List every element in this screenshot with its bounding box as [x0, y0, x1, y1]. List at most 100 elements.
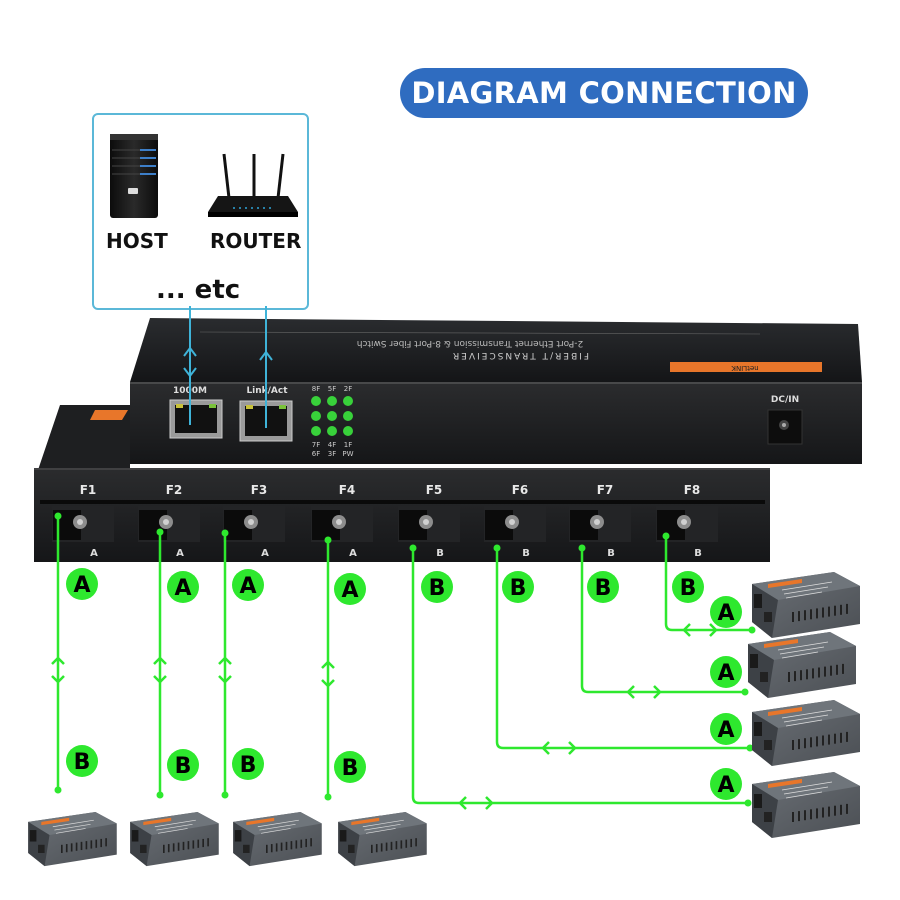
end-devices-box: HOST ROUTER ... etc: [92, 113, 309, 310]
media-converter: [28, 812, 117, 867]
link-endpoint: [746, 744, 754, 752]
end-badge-b: B: [167, 749, 199, 781]
led-label: 6F: [312, 450, 320, 458]
badge-circle: [710, 713, 742, 745]
fiber-port-type: B: [436, 548, 444, 559]
fiber-link-f2: [153, 528, 167, 799]
badge-circle: [232, 748, 264, 780]
fiber-port[interactable]: [754, 594, 762, 608]
fiber-port[interactable]: [29, 830, 37, 842]
media-converter: [752, 700, 860, 766]
fiber-connections: [51, 512, 756, 810]
converter-brand-strip: [41, 817, 70, 826]
badge-letter: A: [239, 574, 256, 599]
link-endpoint: [156, 791, 164, 799]
badge-letter: B: [510, 576, 527, 601]
fiber-port-f6[interactable]: [484, 506, 546, 542]
led-label: 3F: [328, 450, 336, 458]
converter-brand-strip: [768, 579, 802, 588]
dc-power-jack[interactable]: [767, 409, 803, 445]
fiber-link-f8: [662, 532, 756, 637]
rj45-port[interactable]: [348, 844, 355, 853]
fiber-port[interactable]: [754, 722, 762, 736]
end-badge-a: A: [710, 768, 742, 800]
fiber-port-f7[interactable]: [569, 506, 631, 542]
fiber-port-label: F7: [597, 483, 614, 497]
switch-top-label-1: 2-Port Ethernet Transmission & 8-Port Fi…: [357, 338, 583, 348]
converter-brand-strip: [764, 639, 798, 648]
led-label: 8F: [312, 385, 320, 393]
end-badge-b: B: [672, 571, 704, 603]
fiber-port-f2[interactable]: [138, 506, 200, 542]
status-led: [343, 411, 353, 421]
fiber-port[interactable]: [339, 830, 347, 842]
fiber-port-label: F4: [339, 483, 356, 497]
etc-label: ... etc: [156, 275, 241, 305]
fiber-port-f4[interactable]: [311, 506, 373, 542]
status-led: [343, 426, 353, 436]
arrow-head: [321, 660, 335, 669]
badge-circle: [66, 745, 98, 777]
badge-circle: [710, 768, 742, 800]
rj45-port[interactable]: [760, 672, 768, 682]
led-label: PW: [342, 450, 353, 458]
arrow-head: [709, 623, 718, 637]
fiber-port[interactable]: [754, 794, 762, 808]
media-converter: [752, 572, 860, 638]
link-endpoint: [744, 799, 752, 807]
link-endpoint: [54, 786, 62, 794]
status-led: [311, 411, 321, 421]
media-converter: [338, 812, 427, 867]
badge-letter: A: [73, 573, 90, 598]
rj45-port[interactable]: [764, 740, 772, 750]
media-converter: [752, 772, 860, 838]
fiber-link-f7: [578, 544, 749, 699]
badge-letter: A: [717, 661, 734, 686]
status-led: [311, 396, 321, 406]
brand-label: netLINK: [731, 364, 759, 372]
fiber-port-type: B: [694, 548, 702, 559]
host-server-icon: [110, 134, 158, 218]
fiber-port[interactable]: [234, 830, 242, 842]
fiber-port[interactable]: [750, 654, 758, 668]
status-led: [327, 396, 337, 406]
rj45-port[interactable]: [764, 812, 772, 822]
badge-circle: [334, 751, 366, 783]
arrow-head: [51, 656, 65, 665]
led-label: 1F: [344, 441, 352, 449]
badge-circle: [167, 749, 199, 781]
rj45-port[interactable]: [764, 612, 772, 622]
fiber-port-f1[interactable]: [52, 506, 114, 542]
end-badge-a: A: [710, 713, 742, 745]
badge-letter: A: [341, 578, 358, 603]
arrow-head: [153, 656, 167, 665]
fiber-port-type: A: [349, 548, 357, 559]
fiber-port[interactable]: [131, 830, 139, 842]
brand-strip: [670, 362, 822, 372]
end-badge-b: B: [502, 571, 534, 603]
media-converter: [233, 812, 322, 867]
fiber-port-f3[interactable]: [223, 506, 285, 542]
badge-circle: [710, 656, 742, 688]
arrow-head: [682, 623, 691, 637]
rj45-port[interactable]: [140, 844, 147, 853]
status-led: [343, 396, 353, 406]
router-icon: [208, 153, 298, 217]
media-converters: [28, 572, 860, 867]
rj45-port-1[interactable]: [169, 399, 223, 439]
fiber-port-f5[interactable]: [398, 506, 460, 542]
badge-circle: [587, 571, 619, 603]
rj45-port[interactable]: [243, 844, 250, 853]
ethernet-links: [183, 306, 273, 428]
badge-letter: A: [717, 773, 734, 798]
arrow-head: [485, 796, 494, 810]
end-badge-a: A: [232, 569, 264, 601]
arrow-head: [321, 679, 335, 688]
converter-brand-strip: [351, 817, 380, 826]
host-label: HOST: [106, 229, 168, 253]
badge-circle: [672, 571, 704, 603]
fiber-port-label: F1: [80, 483, 97, 497]
rj45-port[interactable]: [38, 844, 45, 853]
fiber-port-type: B: [522, 548, 530, 559]
